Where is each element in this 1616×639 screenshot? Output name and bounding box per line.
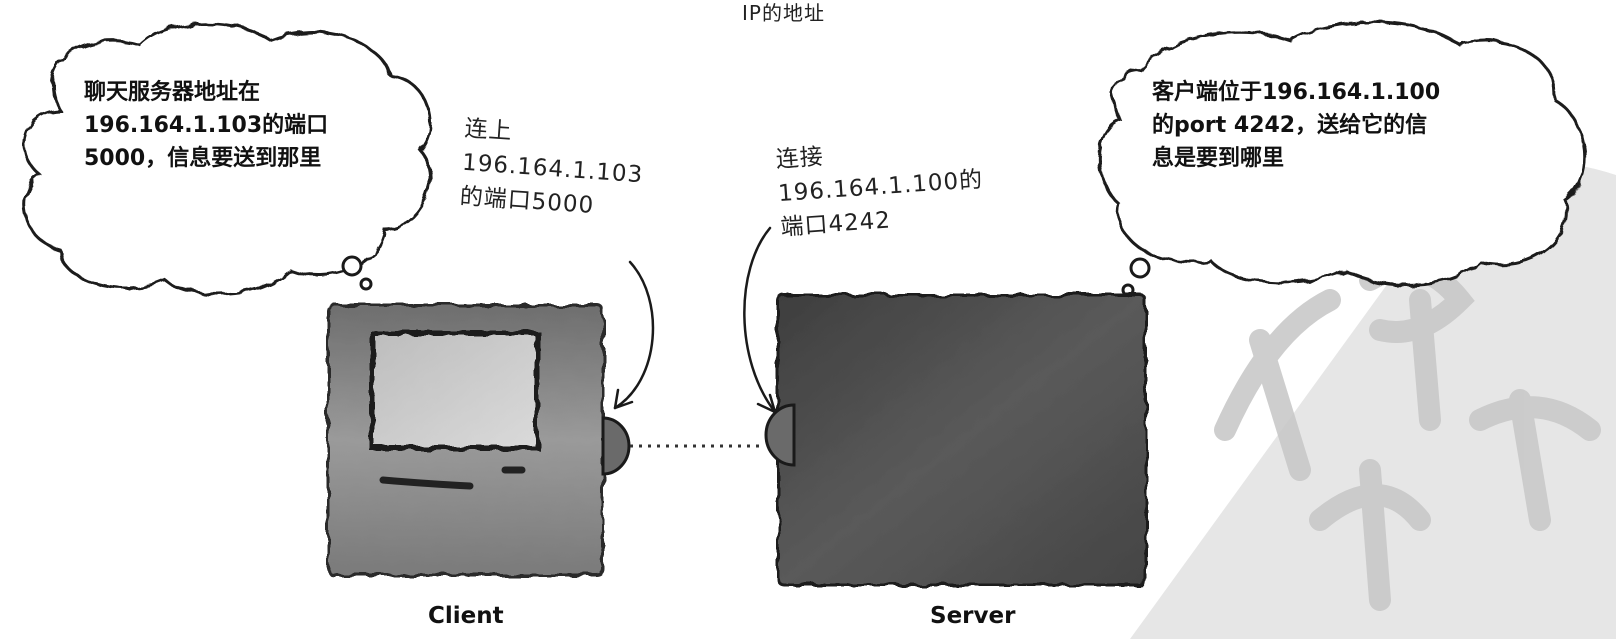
server-port xyxy=(764,403,796,467)
server-thought-text: 客户端位于196.164.1.100 的port 4242，送给它的信 息是要到… xyxy=(1152,80,1441,171)
client-connect-note: 连上 196.164.1.103 的端口5000 xyxy=(458,115,644,219)
watermark-shape xyxy=(1130,161,1616,639)
client-label: Client xyxy=(428,603,504,629)
client-thought-text: 聊天服务器地址在 196.164.1.103的端口 5000，信息要送到那里 xyxy=(84,80,329,171)
client-computer xyxy=(326,303,631,577)
client-port xyxy=(601,416,631,476)
server-connect-note: 连接 196.164.1.100的 端口4242 xyxy=(774,143,984,242)
server-arrow xyxy=(743,226,777,414)
client-disk-slot xyxy=(379,476,474,490)
server-thought-bubble xyxy=(1097,20,1587,297)
server-thought-dot-1 xyxy=(1129,257,1151,279)
client-thought-dot-1 xyxy=(341,255,363,277)
client-arrow xyxy=(613,260,655,410)
client-thought-bubble xyxy=(22,22,432,296)
server-label: Server xyxy=(930,603,1016,629)
client-screen xyxy=(369,330,540,451)
client-thought-dot-2 xyxy=(359,277,373,291)
server-computer xyxy=(764,293,1148,587)
watermark xyxy=(1130,161,1616,639)
top-note: IP的地址 xyxy=(742,1,825,25)
